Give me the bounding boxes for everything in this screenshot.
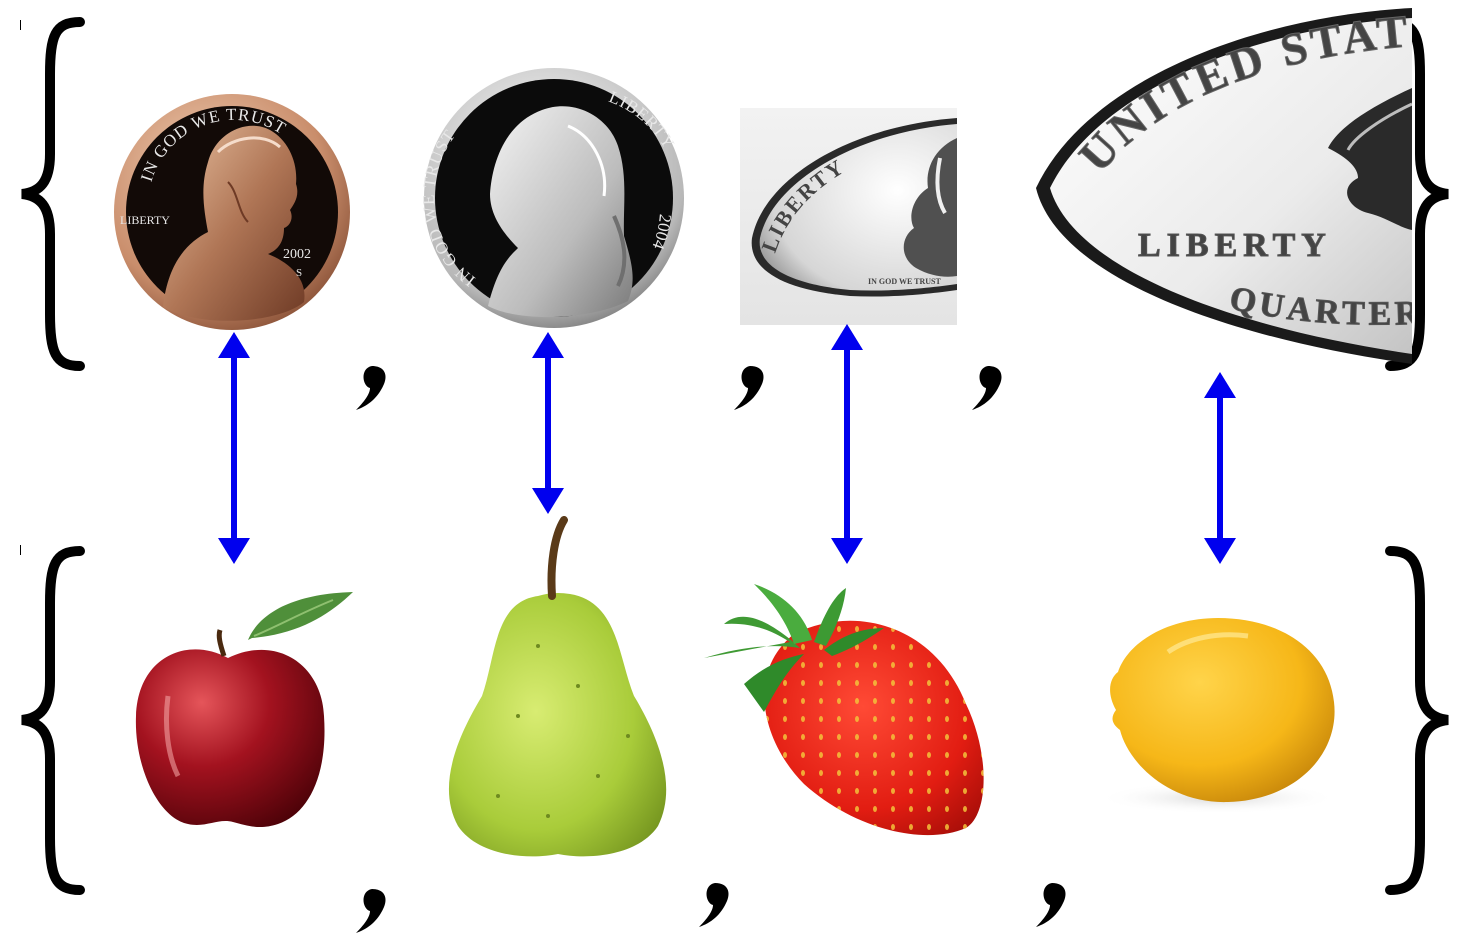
comma [966, 360, 1011, 415]
double-arrow [827, 324, 867, 564]
comma [693, 877, 738, 932]
bottom-right-brace [1385, 543, 1460, 898]
double-arrow [528, 332, 568, 514]
dime-motto: IN GOD WE TRUST [868, 277, 942, 286]
comma [350, 360, 395, 415]
penny-coin: IN GOD WE TRUST LIBERTY 2002 S [108, 92, 358, 332]
double-arrow [1200, 372, 1240, 564]
top-left-brace [10, 14, 85, 374]
strawberry-fruit [704, 584, 990, 842]
tick-mark [20, 20, 21, 30]
penny-mint: S [296, 267, 302, 279]
comma [350, 883, 395, 938]
apple-fruit [128, 586, 358, 831]
comma [728, 360, 773, 415]
bottom-left-brace [10, 543, 85, 898]
pear-fruit [438, 516, 674, 864]
lemon-fruit [1078, 562, 1348, 817]
nickel-coin: IN GOD WE TRUST LIBERTY 2004 [418, 66, 693, 331]
dime-coin: LIBERTY IN GOD WE TRUST [740, 108, 957, 325]
comma [1030, 877, 1075, 932]
penny-year: 2002 [283, 247, 311, 262]
tick-mark [20, 545, 21, 555]
penny-liberty: LIBERTY [120, 213, 170, 227]
quarter-coin: UNITED STATES LIBERTY QUARTER [1028, 8, 1412, 370]
double-arrow [214, 332, 254, 564]
quarter-liberty: LIBERTY [1138, 227, 1332, 264]
